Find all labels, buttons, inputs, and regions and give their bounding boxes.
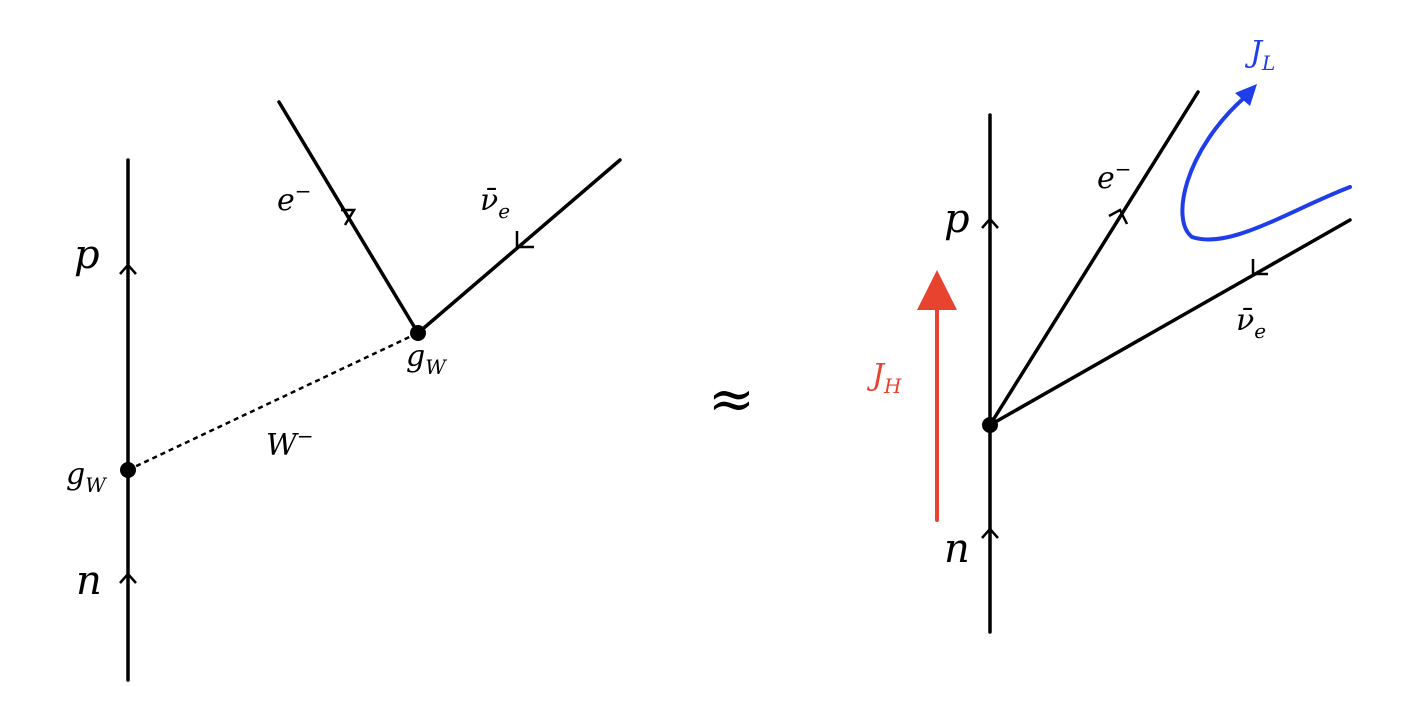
antineutrino-arrow-right bbox=[1251, 259, 1268, 276]
lower-vertex bbox=[120, 462, 136, 478]
electron-arrow-left bbox=[341, 208, 357, 226]
proton-arrow-left bbox=[119, 263, 137, 275]
neutron-arrow-left bbox=[119, 572, 137, 584]
antineutrino-label-right: ν̄e bbox=[1236, 303, 1266, 343]
left-feynman-diagram: p n e− ν̄e W− gW gW bbox=[66, 100, 622, 682]
leptonic-current-arrowhead bbox=[1235, 84, 1257, 106]
leptonic-current-label: JL bbox=[1244, 35, 1275, 75]
antineutrino-arrow-left bbox=[515, 231, 534, 249]
coupling-label-bottom: gW bbox=[66, 457, 107, 497]
proton-label-right: p bbox=[944, 196, 970, 242]
proton-label-left: p bbox=[74, 232, 100, 278]
electron-label-right: e− bbox=[1097, 157, 1132, 196]
hadronic-current-label: JH bbox=[866, 358, 902, 398]
electron-label-left: e− bbox=[277, 179, 312, 218]
antineutrino-line-right bbox=[988, 218, 1352, 427]
proton-arrow-right bbox=[981, 217, 999, 229]
electron-line-right bbox=[988, 90, 1200, 427]
neutron-label-left: n bbox=[76, 558, 102, 604]
contact-vertex bbox=[982, 417, 998, 433]
electron-arrow-right bbox=[1108, 208, 1129, 225]
approx-symbol: ≈ bbox=[708, 367, 755, 432]
coupling-label-top: gW bbox=[406, 339, 447, 379]
neutron-arrow-right bbox=[981, 527, 999, 539]
neutron-label-right: n bbox=[944, 526, 970, 572]
antineutrino-label-left: ν̄e bbox=[480, 183, 510, 223]
upper-vertex bbox=[410, 325, 426, 341]
leptonic-current-curve bbox=[1180, 95, 1352, 242]
right-effective-diagram: p n e− ν̄e JH JL bbox=[866, 35, 1352, 634]
w-boson-label: W− bbox=[266, 424, 314, 463]
